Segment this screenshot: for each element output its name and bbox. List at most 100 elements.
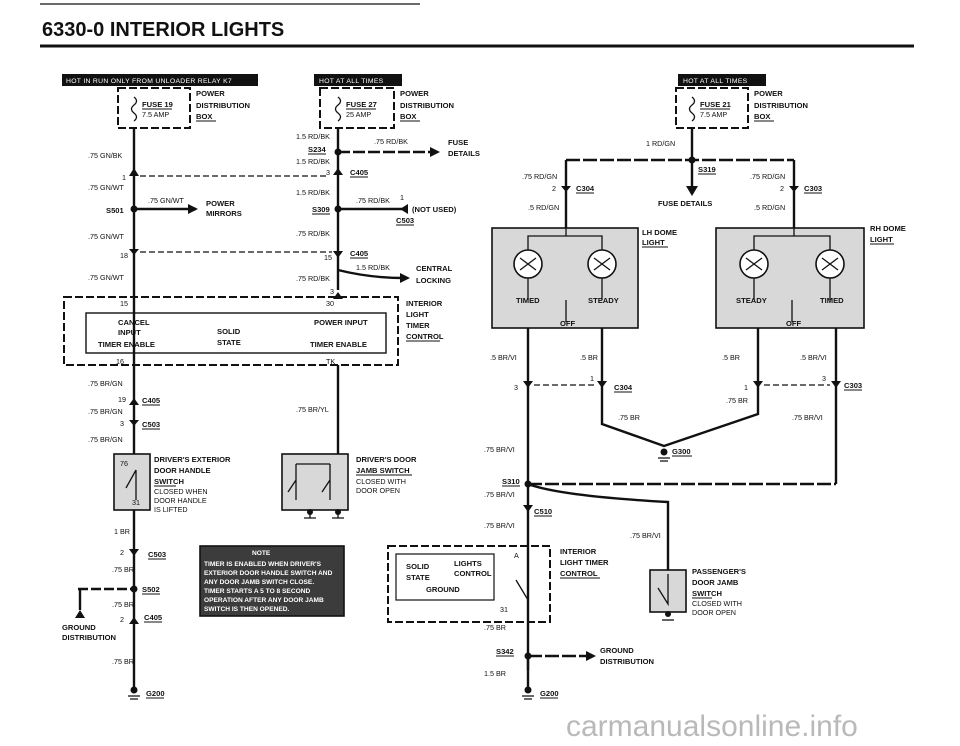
diagram-label: 1.5 RD/BK [296, 188, 330, 197]
connector-arrow [400, 273, 410, 283]
diagram-label: ANY DOOR JAMB SWITCH CLOSE. [204, 579, 314, 586]
diagram-label: G300 [672, 447, 691, 456]
wire [519, 257, 611, 271]
fuse-19-block: FUSE 19 7.5 AMP POWER DISTRIBUTION BOX [117, 87, 250, 129]
diagram-label: SOLID [217, 327, 241, 336]
diagram-label: CONTROL [454, 569, 492, 578]
diagram-label: CONTROL [560, 569, 598, 578]
diagram-label: .75 GN/WT [88, 183, 125, 192]
diagram-label: C405 [350, 249, 369, 258]
diagram-label: OPERATION AFTER ANY DOOR JAMB [204, 597, 324, 604]
diagram-label: DRIVER'S EXTERIOR [154, 455, 231, 464]
diagram-label: LH DOME [642, 228, 677, 237]
splice-dot [660, 448, 668, 456]
diagram-label: FUSE 19 [142, 100, 173, 109]
drivers-door-jamb-switch: DRIVER'S DOOR JAMB SWITCH CLOSED WITH DO… [281, 453, 417, 519]
diagram-label: TIMER ENABLE [98, 340, 155, 349]
diagram-label: TIMED [820, 296, 844, 305]
wire [334, 96, 342, 122]
diagram-label: DISTRIBUTION [196, 101, 250, 110]
diagram-label: .75 GN/BK [88, 151, 123, 160]
diagram-label: S319 [698, 165, 716, 174]
diagram-label: 2 [120, 615, 124, 624]
component-outline [491, 227, 639, 329]
wire [287, 463, 331, 500]
diagram-label: 1.5 RD/BK [356, 263, 390, 272]
diagram-label: STATE [217, 338, 241, 347]
wire [527, 482, 670, 570]
diagram-label: OFF [560, 319, 576, 328]
diagram-label: 15 [324, 253, 332, 262]
diagram-label: DOOR OPEN [692, 608, 736, 617]
hot-right-label: HOT AT ALL TIMES [683, 78, 748, 85]
diagram-label: C503 [148, 550, 166, 559]
diagram-label: 1 RD/GN [646, 139, 675, 148]
wire [658, 457, 670, 462]
hot-mid-label: HOT AT ALL TIMES [319, 78, 384, 85]
passengers-door-jamb-switch: PASSENGER'S DOOR JAMB SWITCH CLOSED WITH… [649, 567, 746, 621]
connector-arrow [586, 651, 596, 661]
diagram-label: C405 [350, 168, 369, 177]
diagram-label: LIGHTS [454, 559, 482, 568]
wire [522, 695, 534, 700]
diagram-label: STEADY [736, 296, 767, 305]
wire [657, 574, 669, 607]
connector-arrow [129, 168, 139, 176]
diagram-label: C303 [844, 381, 862, 390]
diagram-label: 1 [400, 193, 404, 202]
diagram-label: IS LIFTED [154, 505, 188, 514]
diagram-label: .75 GN/WT [88, 273, 125, 282]
component-outline [199, 545, 345, 617]
diagram-label: 3 [120, 419, 124, 428]
diagram-label: .75 RD/BK [296, 274, 330, 283]
diagram-label: PASSENGER'S [692, 567, 746, 576]
wire [564, 160, 796, 228]
note-box: NOTE TIMER IS ENABLED WHEN DRIVER'S EXTE… [199, 545, 345, 617]
diagram-label: CLOSED WHEN [154, 487, 208, 496]
lh-dome-light: TIMED STEADY OFF LH DOME LIGHT [491, 227, 677, 329]
diagram-label: SWITCH [154, 477, 184, 486]
splice-dot [524, 686, 532, 694]
wire [745, 257, 839, 271]
diagram-label: TIMER [406, 321, 430, 330]
diagram-label: SWITCH IS THEN OPENED. [204, 606, 290, 613]
diagram-label: CANCEL [118, 318, 150, 327]
diagram-label: BOX [196, 112, 212, 121]
diagram-label: 30 [326, 299, 334, 308]
splice-s501: S501 [106, 206, 125, 215]
splice-dot [665, 611, 671, 617]
component-outline [85, 312, 387, 354]
diagram-label: .75 BR/GN [88, 379, 123, 388]
diagram-label: .75 BR/VI [484, 521, 515, 530]
diagram-label: GROUND [426, 585, 460, 594]
diagram-label: LOCKING [416, 276, 451, 285]
diagram-label: 7.5 AMP [700, 110, 727, 119]
diagram-label: .75 BR/VI [484, 445, 515, 454]
connector-arrow [523, 505, 533, 512]
wire [688, 96, 696, 122]
diagram-label: DISTRIBUTION [400, 101, 454, 110]
diagram-label: DOOR HANDLE [154, 496, 207, 505]
diagram-label: .75 RD/BK [296, 229, 330, 238]
diagram-label: SWITCH [692, 589, 722, 598]
diagram-label: C503 [396, 216, 414, 225]
component-outline [675, 87, 749, 129]
diagram-label: LIGHT [406, 310, 429, 319]
diagram-label: 3 [822, 374, 826, 383]
wire [527, 278, 603, 322]
wire [304, 514, 344, 519]
diagram-label: LIGHT [870, 235, 893, 244]
diagram-label: 16 [116, 357, 124, 366]
diagram-label: 3 [330, 287, 334, 296]
diagram-label: DOOR HANDLE [154, 466, 211, 475]
diagram-label: DRIVER'S DOOR [356, 455, 417, 464]
diagram-label: MIRRORS [206, 209, 242, 218]
splice-dot [130, 686, 138, 694]
component-outline [395, 553, 495, 601]
diagram-label: TIMER STARTS A 5 TO 8 SECOND [204, 588, 310, 595]
diagram-label: TIMER ENABLE [310, 340, 367, 349]
component-outline [715, 227, 865, 329]
diagram-label: .75 BR [112, 657, 134, 666]
diagram-label: OFF [786, 319, 802, 328]
diagram-label: SOLID [406, 562, 430, 571]
